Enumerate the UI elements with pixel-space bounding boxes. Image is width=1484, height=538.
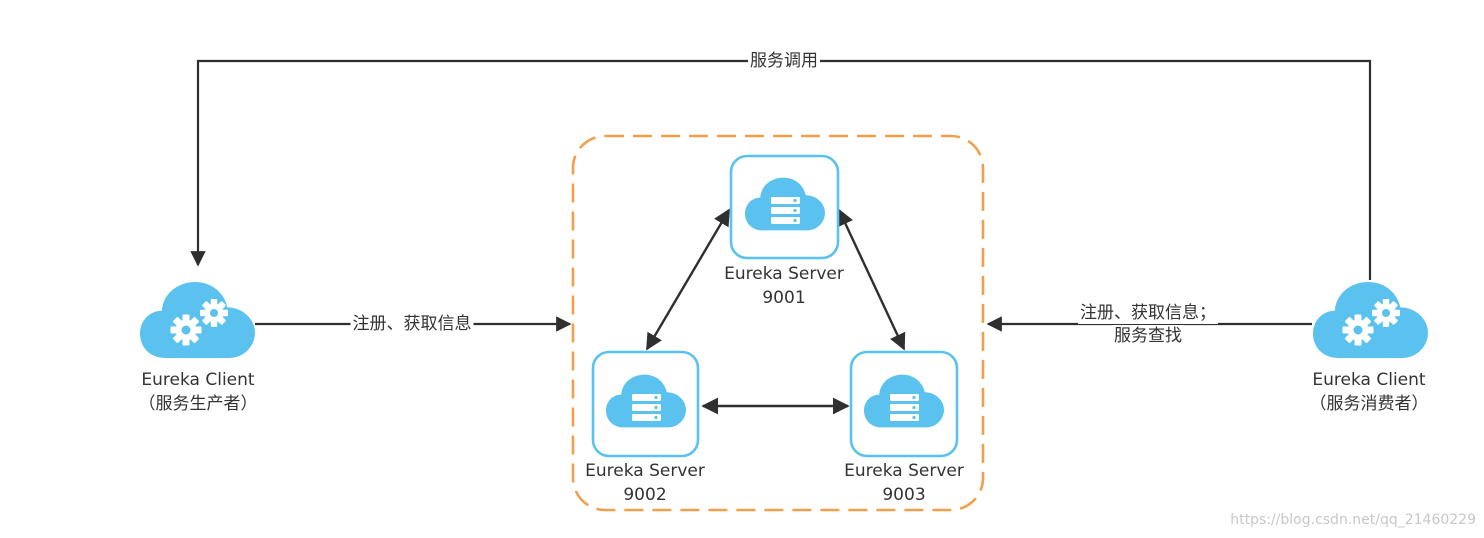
cloud-server-icon <box>745 177 825 231</box>
server-9002-port: 9002 <box>623 485 667 505</box>
replication-arrow-9001-9003 <box>837 208 906 351</box>
cloud-server-icon <box>864 374 944 428</box>
replication-arrow-9001-9002 <box>645 208 731 351</box>
producer-register-label: 注册、获取信息 <box>350 313 474 335</box>
consumer-register-label-line1: 注册、获取信息； <box>1078 302 1218 324</box>
server-9001-name: Eureka Server <box>724 264 844 284</box>
consumer-cloud-gears-icon <box>1313 282 1428 358</box>
server-node-9001 <box>729 154 840 260</box>
server-9003-name: Eureka Server <box>844 461 964 481</box>
watermark: https://blog.csdn.net/qq_21460229 <box>1230 512 1476 528</box>
server-node-9003 <box>849 350 959 458</box>
producer-client-name: Eureka Client <box>141 370 255 390</box>
producer-client-role: （服务生产者） <box>138 394 258 414</box>
cloud-server-icon <box>606 374 686 428</box>
server-9001-port: 9001 <box>762 288 806 308</box>
producer-cloud-gears-icon <box>140 282 255 358</box>
server-node-9002 <box>591 350 700 458</box>
server-9002-name: Eureka Server <box>585 461 705 481</box>
service-call-label: 服务调用 <box>748 50 820 72</box>
consumer-register-label-line2: 服务查找 <box>1112 325 1184 347</box>
consumer-client-role: （服务消费者） <box>1309 394 1429 414</box>
eureka-cluster-boundary <box>571 134 985 512</box>
server-9003-port: 9003 <box>882 485 926 505</box>
consumer-client-name: Eureka Client <box>1312 370 1426 390</box>
